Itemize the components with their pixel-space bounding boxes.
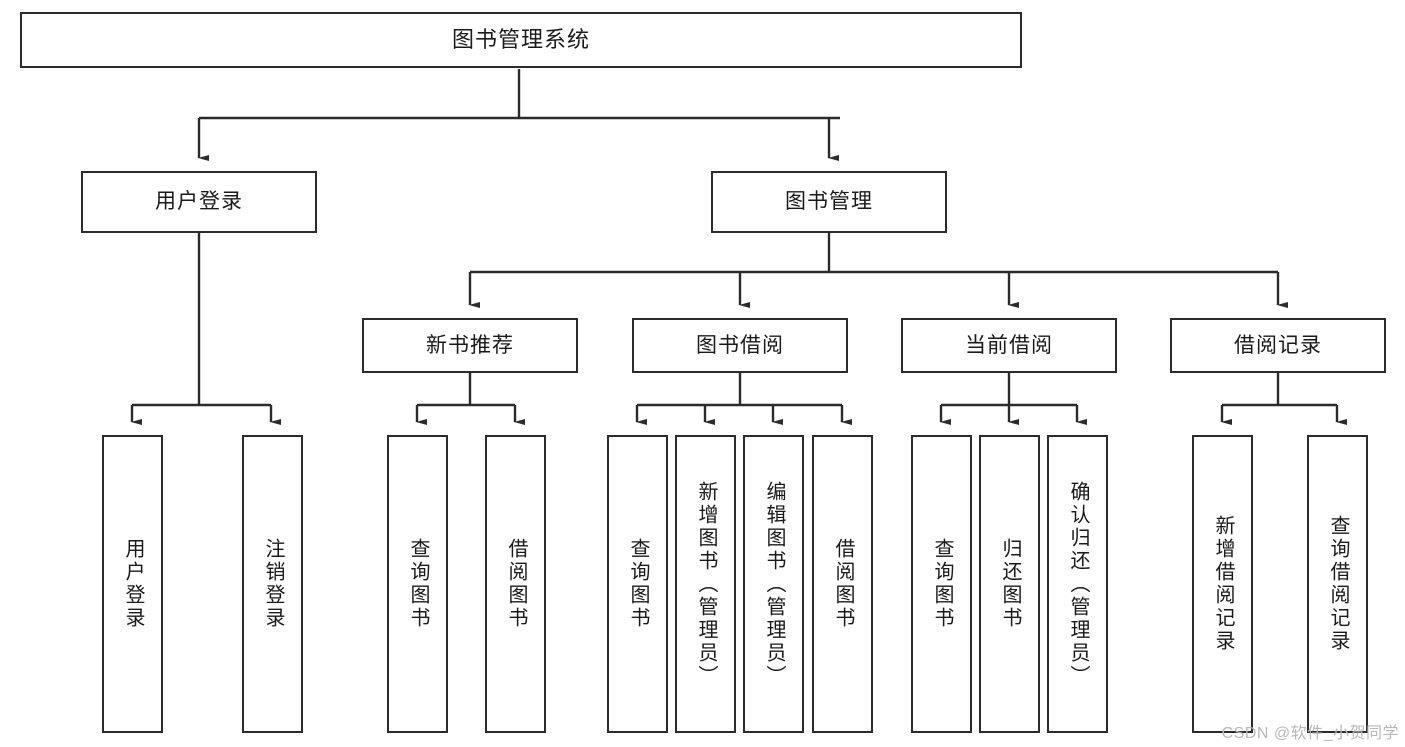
node-label: 用户登录: [155, 190, 243, 214]
leaf-book-borrow-add[interactable]: 新增图书（管理员）: [675, 435, 736, 733]
leaf-book-borrow-borrow[interactable]: 借阅图书: [812, 435, 873, 733]
node-label: 借阅图书: [505, 538, 527, 630]
node-label: 查询借阅记录: [1327, 515, 1349, 653]
node-user-login[interactable]: 用户登录: [81, 171, 317, 233]
leaf-book-borrow-edit[interactable]: 编辑图书（管理员）: [743, 435, 804, 733]
node-book-borrow[interactable]: 图书借阅: [632, 318, 848, 373]
node-label: 新增图书（管理员）: [695, 480, 717, 688]
node-new-book-recommend[interactable]: 新书推荐: [362, 318, 578, 373]
leaf-borrow-record-add[interactable]: 新增借阅记录: [1192, 435, 1253, 733]
leaf-new-book-query[interactable]: 查询图书: [387, 435, 448, 733]
leaf-current-borrow-return[interactable]: 归还图书: [979, 435, 1040, 733]
node-label: 注销登录: [262, 538, 284, 630]
node-label: 查询图书: [627, 538, 649, 630]
node-label: 用户登录: [122, 538, 144, 630]
node-label: 图书借阅: [696, 333, 784, 357]
leaf-user-login-signin[interactable]: 用户登录: [102, 435, 163, 733]
node-label: 借阅图书: [832, 538, 854, 630]
node-book-management[interactable]: 图书管理: [711, 171, 947, 233]
node-label: 查询图书: [407, 538, 429, 630]
node-label: 新增借阅记录: [1212, 515, 1234, 653]
node-label: 确认归还（管理员）: [1067, 480, 1089, 688]
node-borrow-record[interactable]: 借阅记录: [1170, 318, 1386, 373]
node-root-library-management-system[interactable]: 图书管理系统: [20, 12, 1022, 68]
node-label: 归还图书: [999, 538, 1021, 630]
leaf-current-borrow-query[interactable]: 查询图书: [911, 435, 972, 733]
leaf-user-login-logout[interactable]: 注销登录: [242, 435, 303, 733]
node-current-borrow[interactable]: 当前借阅: [901, 318, 1117, 373]
leaf-book-borrow-query[interactable]: 查询图书: [607, 435, 668, 733]
node-label: 当前借阅: [965, 333, 1053, 357]
leaf-new-book-borrow[interactable]: 借阅图书: [485, 435, 546, 733]
leaf-current-borrow-confirm-return[interactable]: 确认归还（管理员）: [1047, 435, 1108, 733]
node-label: 新书推荐: [426, 333, 514, 357]
node-label: 借阅记录: [1234, 333, 1322, 357]
node-label: 图书管理: [785, 190, 873, 214]
csdn-watermark: CSDN @软件_小贺同学: [1221, 725, 1399, 742]
node-label: 编辑图书（管理员）: [763, 480, 785, 688]
node-label: 图书管理系统: [451, 26, 590, 52]
node-label: 查询图书: [931, 538, 953, 630]
leaf-borrow-record-query[interactable]: 查询借阅记录: [1307, 435, 1368, 733]
